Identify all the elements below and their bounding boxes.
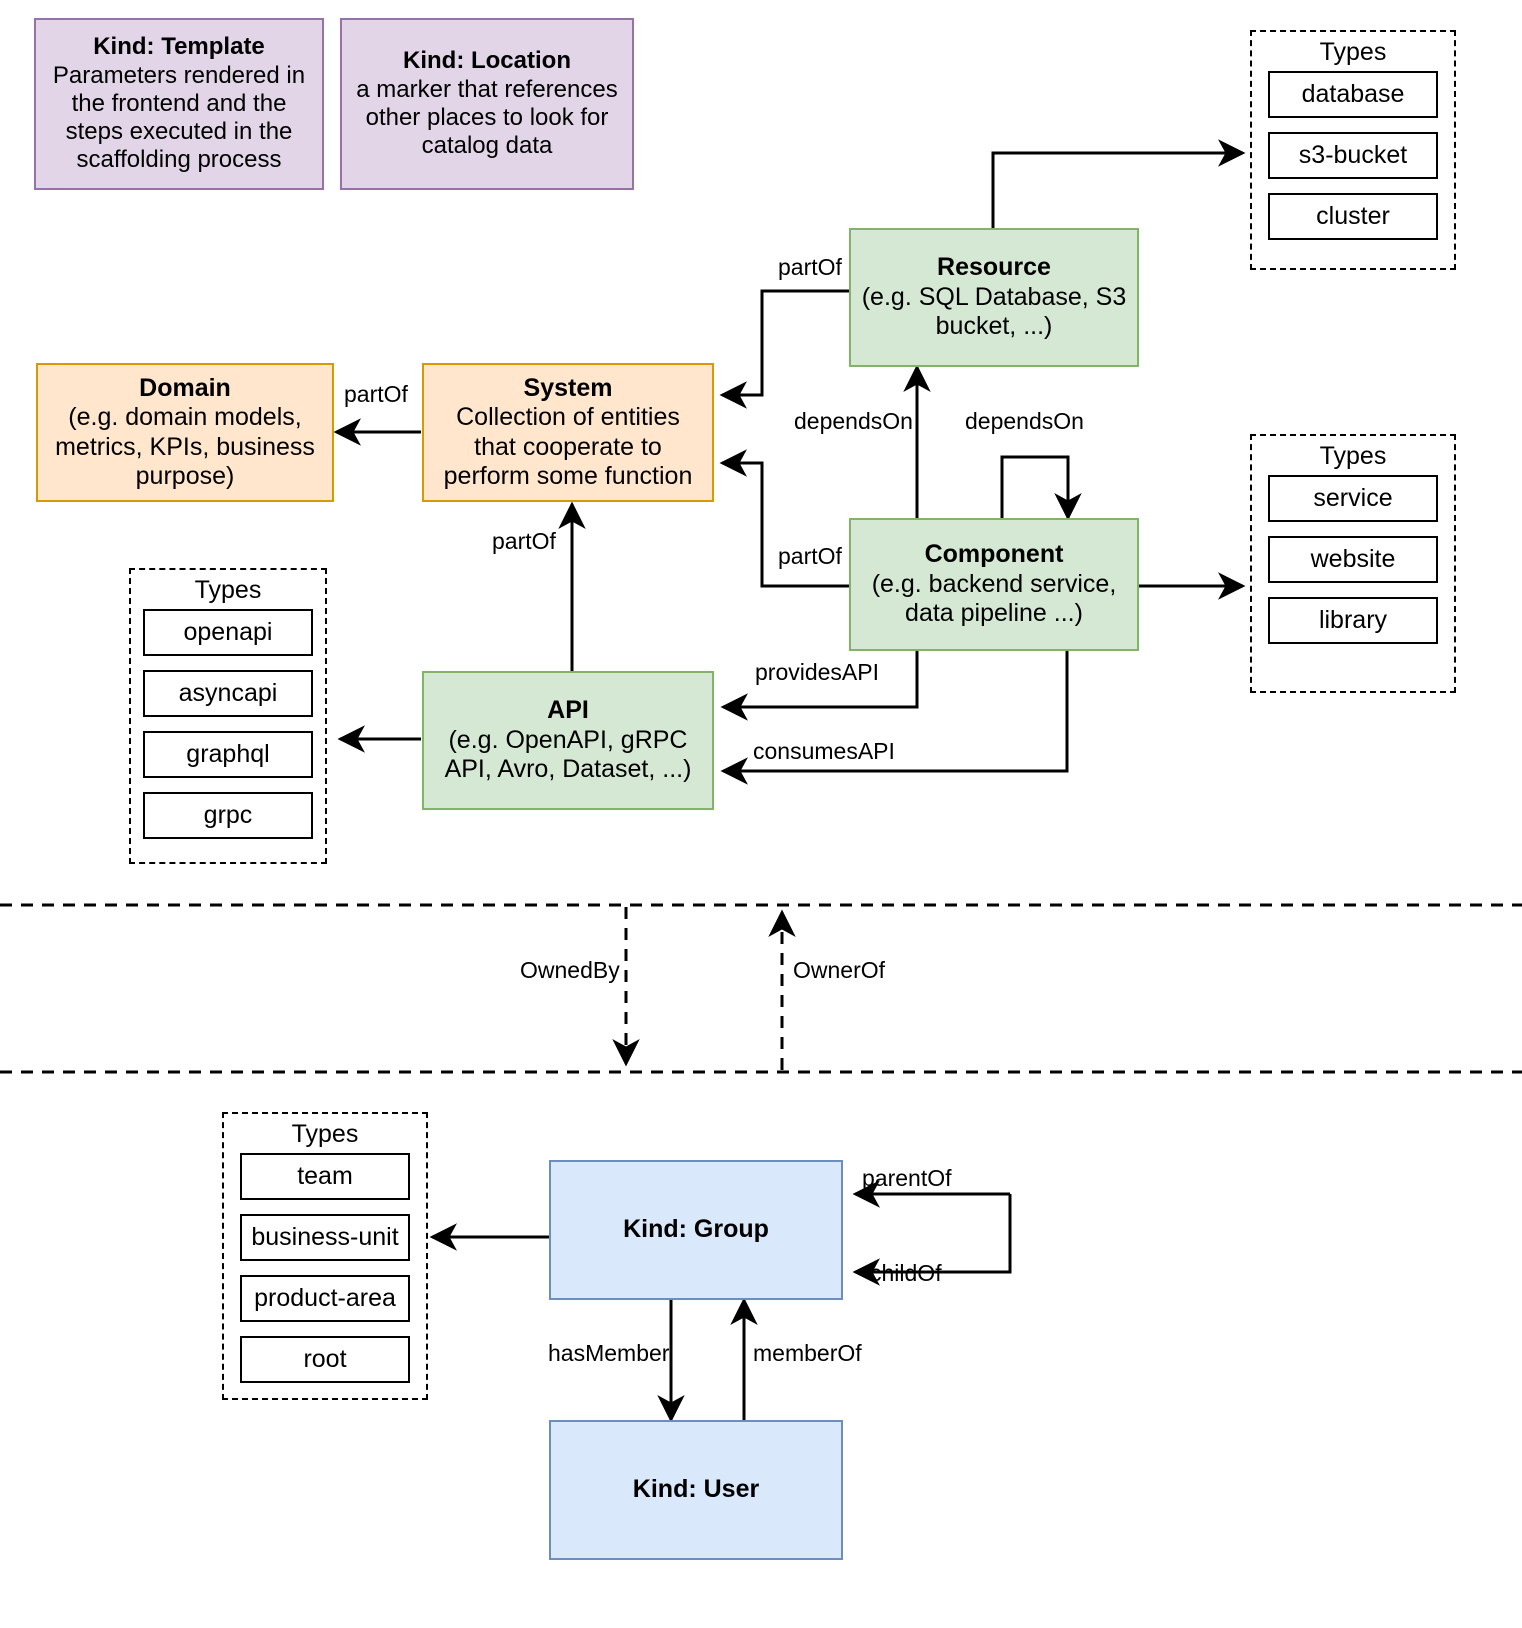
types-resource: Types database s3-bucket cluster — [1250, 30, 1456, 270]
node-title: Domain — [139, 373, 231, 402]
types-label: Types — [1319, 38, 1387, 66]
type-chip[interactable]: business-unit — [240, 1214, 410, 1261]
node-component[interactable]: Component (e.g. backend service, data pi… — [849, 518, 1139, 651]
edge-label-resource-partof: partOf — [778, 254, 842, 280]
node-kind-template[interactable]: Kind: Template Parameters rendered in th… — [34, 18, 324, 190]
edge-label-memberof: memberOf — [753, 1340, 862, 1366]
type-chip[interactable]: openapi — [143, 609, 313, 656]
types-component: Types service website library — [1250, 434, 1456, 693]
type-chip[interactable]: library — [1268, 597, 1438, 644]
edge-label-consumesapi: consumesAPI — [753, 738, 895, 764]
type-chip[interactable]: root — [240, 1336, 410, 1383]
types-label: Types — [194, 576, 262, 604]
edge-component-dependson-component — [1000, 455, 1082, 521]
type-chip[interactable]: website — [1268, 536, 1438, 583]
node-description: (e.g. backend service, data pipeline ...… — [871, 569, 1117, 628]
types-list: database s3-bucket cluster — [1252, 71, 1454, 240]
node-api[interactable]: API (e.g. OpenAPI, gRPC API, Avro, Datas… — [422, 671, 714, 810]
node-description: (e.g. OpenAPI, gRPC API, Avro, Dataset, … — [444, 725, 692, 784]
types-list: openapi asyncapi graphql grpc — [131, 609, 325, 839]
types-list: service website library — [1252, 475, 1454, 644]
type-chip[interactable]: service — [1268, 475, 1438, 522]
type-chip[interactable]: graphql — [143, 731, 313, 778]
edge-label-system-partof: partOf — [344, 381, 408, 407]
types-group: Types team business-unit product-area ro… — [222, 1112, 428, 1400]
node-domain[interactable]: Domain (e.g. domain models, metrics, KPI… — [36, 363, 334, 502]
node-kind-location[interactable]: Kind: Location a marker that references … — [340, 18, 634, 190]
node-title: Kind: Group — [623, 1215, 769, 1244]
edge-label-hasmember: hasMember — [548, 1340, 670, 1366]
node-title: System — [523, 373, 613, 402]
type-chip[interactable]: team — [240, 1153, 410, 1200]
type-chip[interactable]: product-area — [240, 1275, 410, 1322]
type-chip[interactable]: asyncapi — [143, 670, 313, 717]
node-description: a marker that references other places to… — [356, 75, 618, 160]
edge-resource-to-types — [991, 139, 1246, 228]
node-title: Kind: Location — [403, 47, 571, 75]
node-kind-user[interactable]: Kind: User — [549, 1420, 843, 1560]
types-label: Types — [291, 1120, 359, 1148]
node-kind-group[interactable]: Kind: Group — [549, 1160, 843, 1300]
node-system[interactable]: System Collection of entities that coope… — [422, 363, 714, 502]
edge-label-api-partof: partOf — [492, 528, 556, 554]
types-label: Types — [1319, 442, 1387, 470]
types-list: team business-unit product-area root — [224, 1153, 426, 1383]
type-chip[interactable]: grpc — [143, 792, 313, 839]
edge-label-dependson-left: dependsOn — [794, 408, 913, 434]
edge-resource-partof-system — [719, 289, 849, 409]
node-resource[interactable]: Resource (e.g. SQL Database, S3 bucket, … — [849, 228, 1139, 367]
type-chip[interactable]: cluster — [1268, 193, 1438, 240]
type-chip[interactable]: s3-bucket — [1268, 132, 1438, 179]
types-api: Types openapi asyncapi graphql grpc — [129, 568, 327, 864]
edge-label-parentof: parentOf — [862, 1165, 952, 1191]
edge-label-ownedby: OwnedBy — [520, 957, 620, 983]
node-title: Resource — [937, 253, 1051, 282]
node-title: Kind: User — [632, 1475, 760, 1504]
edge-label-childof: childOf — [870, 1260, 942, 1286]
node-description: Parameters rendered in the frontend and … — [52, 61, 306, 174]
node-title: Component — [924, 540, 1064, 569]
type-chip[interactable]: database — [1268, 71, 1438, 118]
edge-label-providesapi: providesAPI — [755, 659, 880, 685]
node-description: (e.g. SQL Database, S3 bucket, ...) — [861, 282, 1127, 341]
edge-label-component-partof: partOf — [778, 543, 842, 569]
node-description: Collection of entities that cooperate to… — [443, 403, 693, 490]
edge-label-dependson-right: dependsOn — [965, 408, 1084, 434]
node-title: Kind: Template — [93, 33, 265, 61]
node-title: API — [547, 696, 589, 725]
edge-label-ownerof: OwnerOf — [793, 957, 886, 983]
node-description: (e.g. domain models, metrics, KPIs, busi… — [55, 403, 315, 490]
